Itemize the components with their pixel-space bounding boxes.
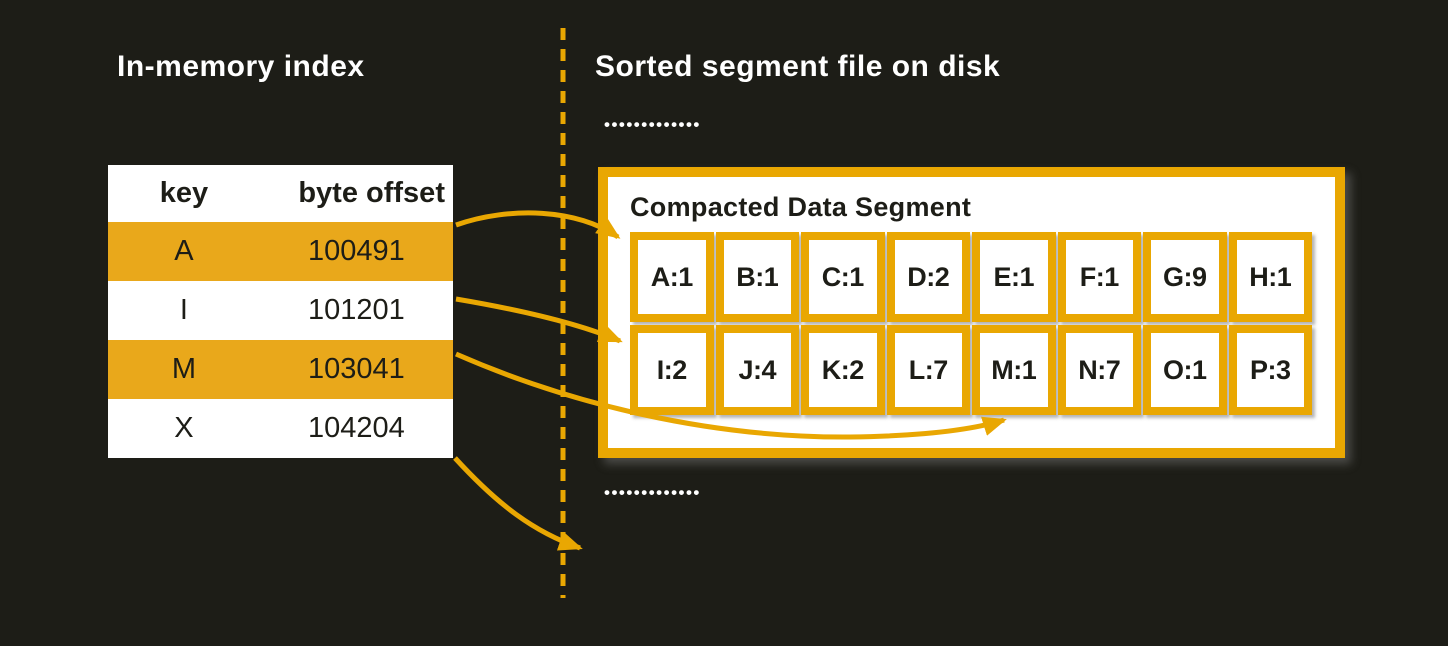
offset-cell: 100491 xyxy=(308,235,405,267)
index-table-header: key byte offset xyxy=(108,165,453,222)
ellipsis-top: ••••••••••••• xyxy=(604,115,701,134)
table-row-i: I 101201 xyxy=(108,281,453,340)
segment-cell-l: L:7 xyxy=(886,325,970,415)
key-cell: X xyxy=(174,412,194,444)
in-memory-index-title: In-memory index xyxy=(117,50,365,83)
segment-cell-j: J:4 xyxy=(715,325,799,415)
compacted-data-segment-box: Compacted Data Segment A:1 B:1 C:1 D:2 E… xyxy=(598,167,1345,458)
sorted-segment-file-title: Sorted segment file on disk xyxy=(595,50,1001,83)
segment-cell-b: B:1 xyxy=(715,232,799,322)
offset-cell: 101201 xyxy=(308,294,405,326)
segment-cell-i: I:2 xyxy=(630,325,714,415)
segment-cell-n: N:7 xyxy=(1057,325,1141,415)
segment-cell-a: A:1 xyxy=(630,232,714,322)
segment-cell-o: O:1 xyxy=(1143,325,1227,415)
segment-row-2: I:2 J:4 K:2 L:7 M:1 N:7 O:1 P:3 xyxy=(630,325,1312,415)
segment-cell-f: F:1 xyxy=(1057,232,1141,322)
key-cell: I xyxy=(179,294,188,326)
table-row-m: M 103041 xyxy=(108,340,453,399)
offset-cell: 104204 xyxy=(308,412,405,444)
arrow-key-a-to-segment xyxy=(455,210,621,240)
offset-cell: 103041 xyxy=(308,353,405,385)
segment-row-1: A:1 B:1 C:1 D:2 E:1 F:1 G:9 H:1 xyxy=(630,232,1312,322)
arrow-key-i-to-segment xyxy=(455,296,623,344)
table-row-a: A 100491 xyxy=(108,222,453,281)
segment-cell-g: G:9 xyxy=(1143,232,1227,322)
segment-cell-c: C:1 xyxy=(801,232,885,322)
index-table: key byte offset A 100491 I 101201 M 1030… xyxy=(108,165,453,458)
segment-cell-h: H:1 xyxy=(1228,232,1312,322)
segment-cell-d: D:2 xyxy=(886,232,970,322)
byte-offset-column-header: byte offset xyxy=(298,177,445,209)
segment-cell-p: P:3 xyxy=(1228,325,1312,415)
ellipsis-bottom: ••••••••••••• xyxy=(604,483,701,502)
key-cell: A xyxy=(174,235,194,267)
segment-cell-e: E:1 xyxy=(972,232,1056,322)
segment-cell-k: K:2 xyxy=(801,325,885,415)
key-cell: M xyxy=(171,353,196,385)
table-row-x: X 104204 xyxy=(108,399,453,458)
key-column-header: key xyxy=(159,177,209,209)
arrow-key-x-to-next-segment xyxy=(453,456,583,551)
segment-cell-m: M:1 xyxy=(972,325,1056,415)
segment-title: Compacted Data Segment xyxy=(630,192,972,222)
